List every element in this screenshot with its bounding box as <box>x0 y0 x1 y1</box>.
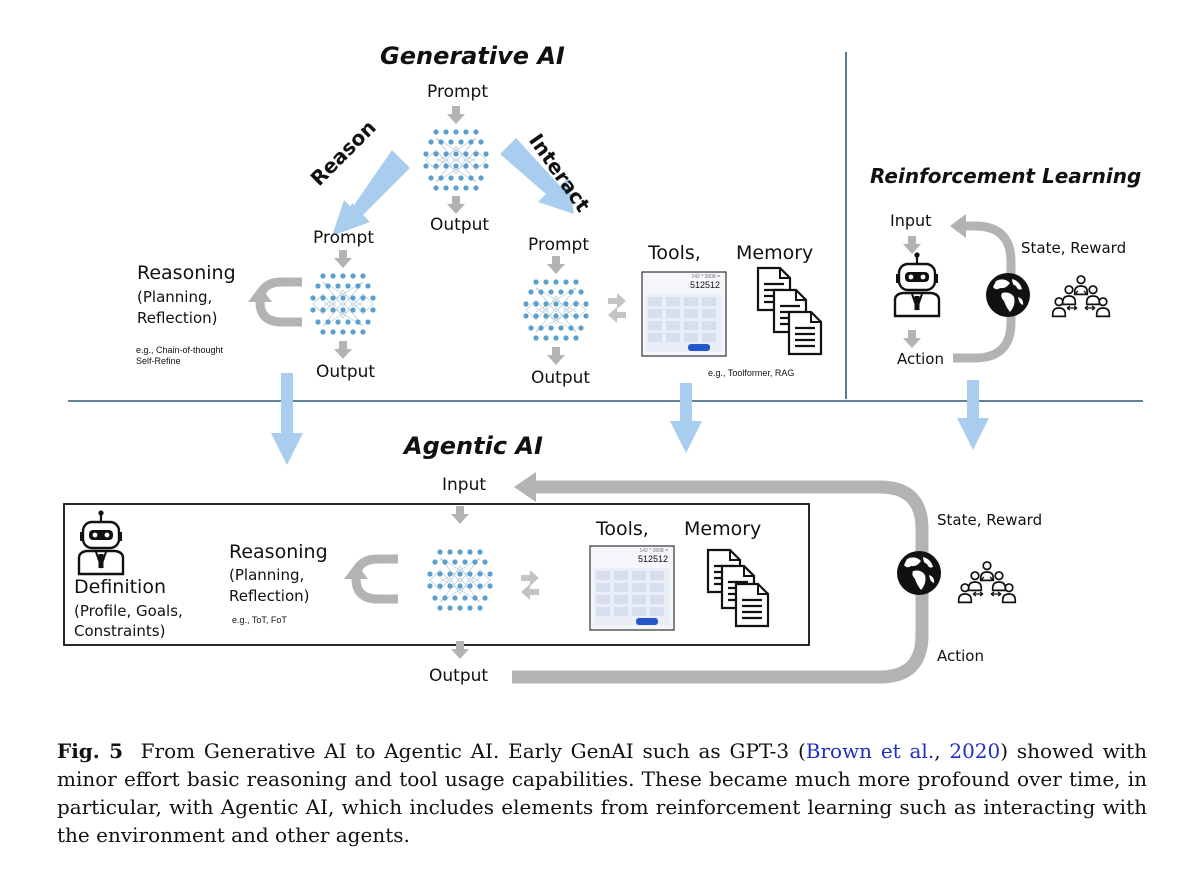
robot-icon <box>895 254 939 316</box>
generative-output-label: Output <box>430 215 490 235</box>
documents-icon <box>758 268 822 354</box>
figure-caption: Fig. 5 From Generative AI to Agentic AI.… <box>57 737 1147 849</box>
agentic-state-reward-label: State, Reward <box>937 511 1043 529</box>
diagram-graphics <box>63 52 1143 684</box>
agentic-reasoning-sub-planning: (Planning, <box>229 566 305 584</box>
robot-icon <box>79 512 123 574</box>
reasoning-sub-planning: (Planning, <box>137 288 213 306</box>
rl-action-label: Action <box>897 350 944 368</box>
reason-prompt-label: Prompt <box>313 228 374 248</box>
rl-input-label: Input <box>890 211 932 230</box>
documents-icon <box>708 550 770 628</box>
agentic-output-label: Output <box>429 666 489 686</box>
tools-label: Tools, <box>648 242 701 264</box>
agentic-reasoning-examples: e.g., ToT, FoT <box>232 615 287 625</box>
exchange-arrows-icon <box>608 293 628 323</box>
agentic-action-label: Action <box>937 647 984 665</box>
agentic-ai-title: Agentic AI <box>404 432 543 460</box>
neural-network-icon <box>428 550 492 610</box>
agentic-reasoning-sub-reflection: Reflection) <box>229 587 310 605</box>
reinforcement-learning-title: Reinforcement Learning <box>870 164 1142 188</box>
memory-label: Memory <box>736 242 814 264</box>
reasoning-title: Reasoning <box>137 262 236 284</box>
interact-output-label: Output <box>531 368 591 388</box>
neural-network-icon <box>311 274 375 334</box>
agentic-input-label: Input <box>442 475 487 495</box>
definition-title: Definition <box>74 576 167 598</box>
people-group-icon <box>961 568 1013 598</box>
globe-icon <box>897 551 941 595</box>
reasoning-sub-reflection: Reflection) <box>137 309 218 327</box>
neural-network-icon <box>424 130 488 190</box>
agentic-memory-label: Memory <box>684 518 762 540</box>
calculator-icon: 142 * 3608 = 512512 <box>590 546 674 568</box>
calculator-display: 512512 <box>689 280 720 290</box>
calculator-expression: 142 * 3608 = <box>639 548 669 554</box>
calculator-icon: 142 * 3608 = 512512 <box>642 272 726 294</box>
definition-sub-constraints: Constraints) <box>74 622 166 640</box>
interact-prompt-label: Prompt <box>528 235 589 255</box>
agentic-reasoning-title: Reasoning <box>229 541 328 563</box>
definition-sub-profile: (Profile, Goals, <box>74 602 183 620</box>
caption-text-after: ) showed with minor effort basic reasoni… <box>57 739 1148 847</box>
globe-icon <box>986 273 1030 317</box>
caption-text-before: From Generative AI to Agentic AI. Early … <box>140 739 806 763</box>
citation-separator: , <box>934 739 950 763</box>
reasoning-examples: e.g., Chain-of-thought Self-Refine <box>136 345 224 366</box>
tools-examples: e.g., Toolformer, RAG <box>708 368 795 378</box>
rl-state-reward-label: State, Reward <box>1021 239 1127 257</box>
calculator-expression: 142 * 3608 = <box>691 274 721 280</box>
calculator-display: 512512 <box>637 554 668 564</box>
agentic-tools-label: Tools, <box>596 518 649 540</box>
exchange-arrows-icon <box>521 570 541 600</box>
citation-link-year[interactable]: 2020 <box>949 739 1001 763</box>
people-group-icon <box>1055 282 1107 312</box>
citation-link-authors[interactable]: Brown et al. <box>805 739 935 763</box>
reason-output-label: Output <box>316 362 376 382</box>
loop-arrow-icon <box>250 280 300 324</box>
figure-label: Fig. 5 <box>57 739 124 763</box>
generative-prompt-label: Prompt <box>427 82 488 102</box>
neural-network-icon <box>524 280 588 340</box>
loop-arrow-icon <box>346 558 396 602</box>
generative-ai-title: Generative AI <box>380 42 565 70</box>
